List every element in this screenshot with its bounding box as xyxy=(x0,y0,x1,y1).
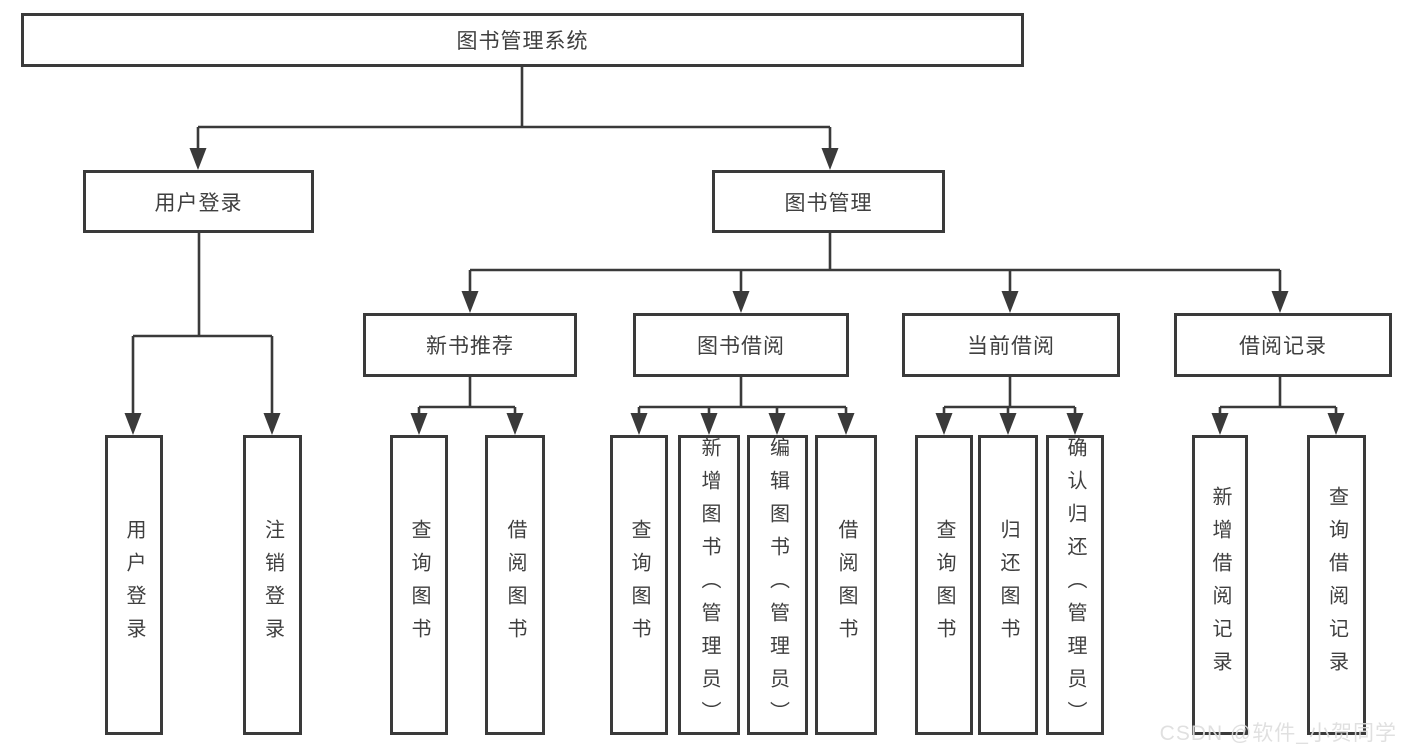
node-new-book-recommend: 新书推荐 xyxy=(363,313,577,377)
arrow-down-icon xyxy=(837,413,855,435)
leaf-label: 查询图书 xyxy=(408,519,430,651)
node-book-borrow: 图书借阅 xyxy=(633,313,849,377)
leaf-label: 新增借阅记录 xyxy=(1209,486,1231,684)
leaf-label: 用户登录 xyxy=(123,519,145,651)
node-current-borrow: 当前借阅 xyxy=(902,313,1120,377)
arrow-down-icon xyxy=(1211,413,1229,435)
arrow-down-icon xyxy=(732,291,750,313)
node-label: 图书管理系统 xyxy=(456,30,589,53)
node-borrow-record: 借阅记录 xyxy=(1174,313,1392,377)
leaf-label: 查询图书 xyxy=(628,519,650,651)
arrow-down-icon xyxy=(630,413,648,435)
leaf-return-book: 归还图书 xyxy=(978,435,1038,735)
arrow-down-icon xyxy=(1066,413,1084,435)
arrow-down-icon xyxy=(1271,291,1289,313)
csdn-watermark: CSDN @软件_小贺同学 xyxy=(1159,722,1397,745)
arrow-down-icon xyxy=(124,413,142,435)
leaf-label: 查询图书 xyxy=(933,519,955,651)
connector-user-login xyxy=(124,233,281,435)
leaf-borrow-book: 借阅图书 xyxy=(815,435,877,735)
arrow-down-icon xyxy=(189,148,207,170)
leaf-label: 归还图书 xyxy=(997,519,1019,651)
leaf-query-book: 查询图书 xyxy=(390,435,448,735)
node-label: 用户登录 xyxy=(154,191,243,215)
node-label: 图书借阅 xyxy=(697,335,785,358)
arrow-down-icon xyxy=(999,413,1017,435)
leaf-logout: 注销登录 xyxy=(243,435,302,735)
leaf-label: 确认归还（管理员） xyxy=(1064,436,1086,734)
leaf-label: 注销登录 xyxy=(261,519,284,651)
leaf-query-borrow-record: 查询借阅记录 xyxy=(1307,435,1366,735)
leaf-add-borrow-record: 新增借阅记录 xyxy=(1192,435,1248,735)
leaf-user-login: 用户登录 xyxy=(105,435,163,735)
connector-book-management xyxy=(461,233,1289,313)
leaf-label: 编辑图书（管理员） xyxy=(766,436,789,734)
arrow-down-icon xyxy=(700,413,718,435)
connector-new-book xyxy=(410,377,524,435)
leaf-borrow-book: 借阅图书 xyxy=(485,435,545,735)
leaf-query-book: 查询图书 xyxy=(915,435,973,735)
leaf-add-book-admin: 新增图书（管理员） xyxy=(678,435,740,735)
node-root-system: 图书管理系统 xyxy=(21,13,1024,67)
arrow-down-icon xyxy=(935,413,953,435)
arrow-down-icon xyxy=(506,413,524,435)
arrow-down-icon xyxy=(461,291,479,313)
leaf-confirm-return-admin: 确认归还（管理员） xyxy=(1046,435,1104,735)
connector-borrow-record xyxy=(1211,377,1345,435)
leaf-label: 新增图书（管理员） xyxy=(698,436,720,734)
node-label: 新书推荐 xyxy=(426,335,514,358)
node-label: 借阅记录 xyxy=(1239,335,1327,358)
node-user-login: 用户登录 xyxy=(83,170,314,233)
node-book-management: 图书管理 xyxy=(712,170,945,233)
connector-root xyxy=(189,67,839,170)
leaf-query-book: 查询图书 xyxy=(610,435,668,735)
leaf-label: 借阅图书 xyxy=(835,519,857,651)
leaf-label: 查询借阅记录 xyxy=(1325,486,1348,684)
leaf-label: 借阅图书 xyxy=(504,519,526,651)
connector-current-borrow xyxy=(935,377,1084,435)
arrow-down-icon xyxy=(1001,291,1019,313)
arrow-down-icon xyxy=(1327,413,1345,435)
arrow-down-icon xyxy=(263,413,281,435)
arrow-down-icon xyxy=(768,413,786,435)
connector-book-borrow xyxy=(630,377,855,435)
arrow-down-icon xyxy=(410,413,428,435)
node-label: 当前借阅 xyxy=(967,335,1055,358)
arrow-down-icon xyxy=(821,148,839,170)
node-label: 图书管理 xyxy=(784,191,873,215)
leaf-edit-book-admin: 编辑图书（管理员） xyxy=(747,435,808,735)
